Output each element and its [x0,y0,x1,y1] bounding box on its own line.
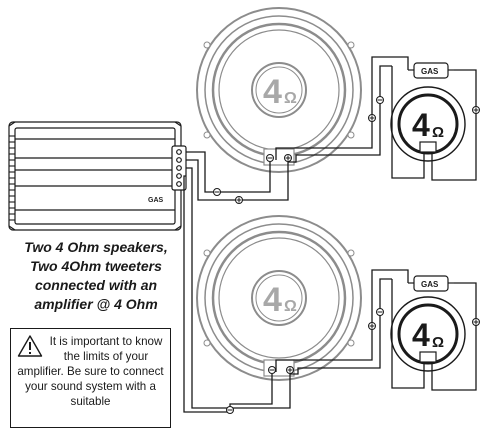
tweeter-1 [390,86,466,162]
woofer-speaker-2 [196,215,362,381]
amplifier [8,121,187,231]
speaker-1-impedance: 4 [263,73,282,111]
caption-line-2: Two 4Ohm tweeters [30,258,162,274]
tweeter-2-unit: Ω [432,334,444,351]
tweeter-2 [390,296,466,372]
warning-triangle-icon [17,335,43,357]
warning-box: It is important to know the limits of yo… [10,328,171,428]
crossover-1 [408,62,454,79]
diagram-caption: Two 4 Ohm speakers, Two 4Ohm tweeters co… [0,238,192,314]
tweeter-1-unit: Ω [432,124,444,141]
wiring-diagram: GAS 4 Ω 4 Ω 4 Ω [8,7,480,414]
crossover-2 [408,275,454,292]
caption-line-4: amplifier @ 4 Ohm [34,296,158,312]
speaker-1-unit: Ω [284,90,297,107]
tweeter-2-impedance: 4 [412,317,430,353]
caption-line-3: connected with an [34,277,158,293]
caption-line-1: Two 4 Ohm speakers, [24,239,168,255]
warning-text: It is important to know the limits of yo… [17,335,164,408]
speaker-2-unit: Ω [284,298,297,315]
crossover-1-brand: GAS [421,67,439,76]
polarity-markers [213,96,480,414]
tweeter-1-impedance: 4 [412,107,430,143]
crossover-2-brand: GAS [421,280,439,289]
speaker-wires [183,56,477,413]
speaker-2-impedance: 4 [263,281,282,319]
amplifier-brand: GAS [148,197,164,204]
